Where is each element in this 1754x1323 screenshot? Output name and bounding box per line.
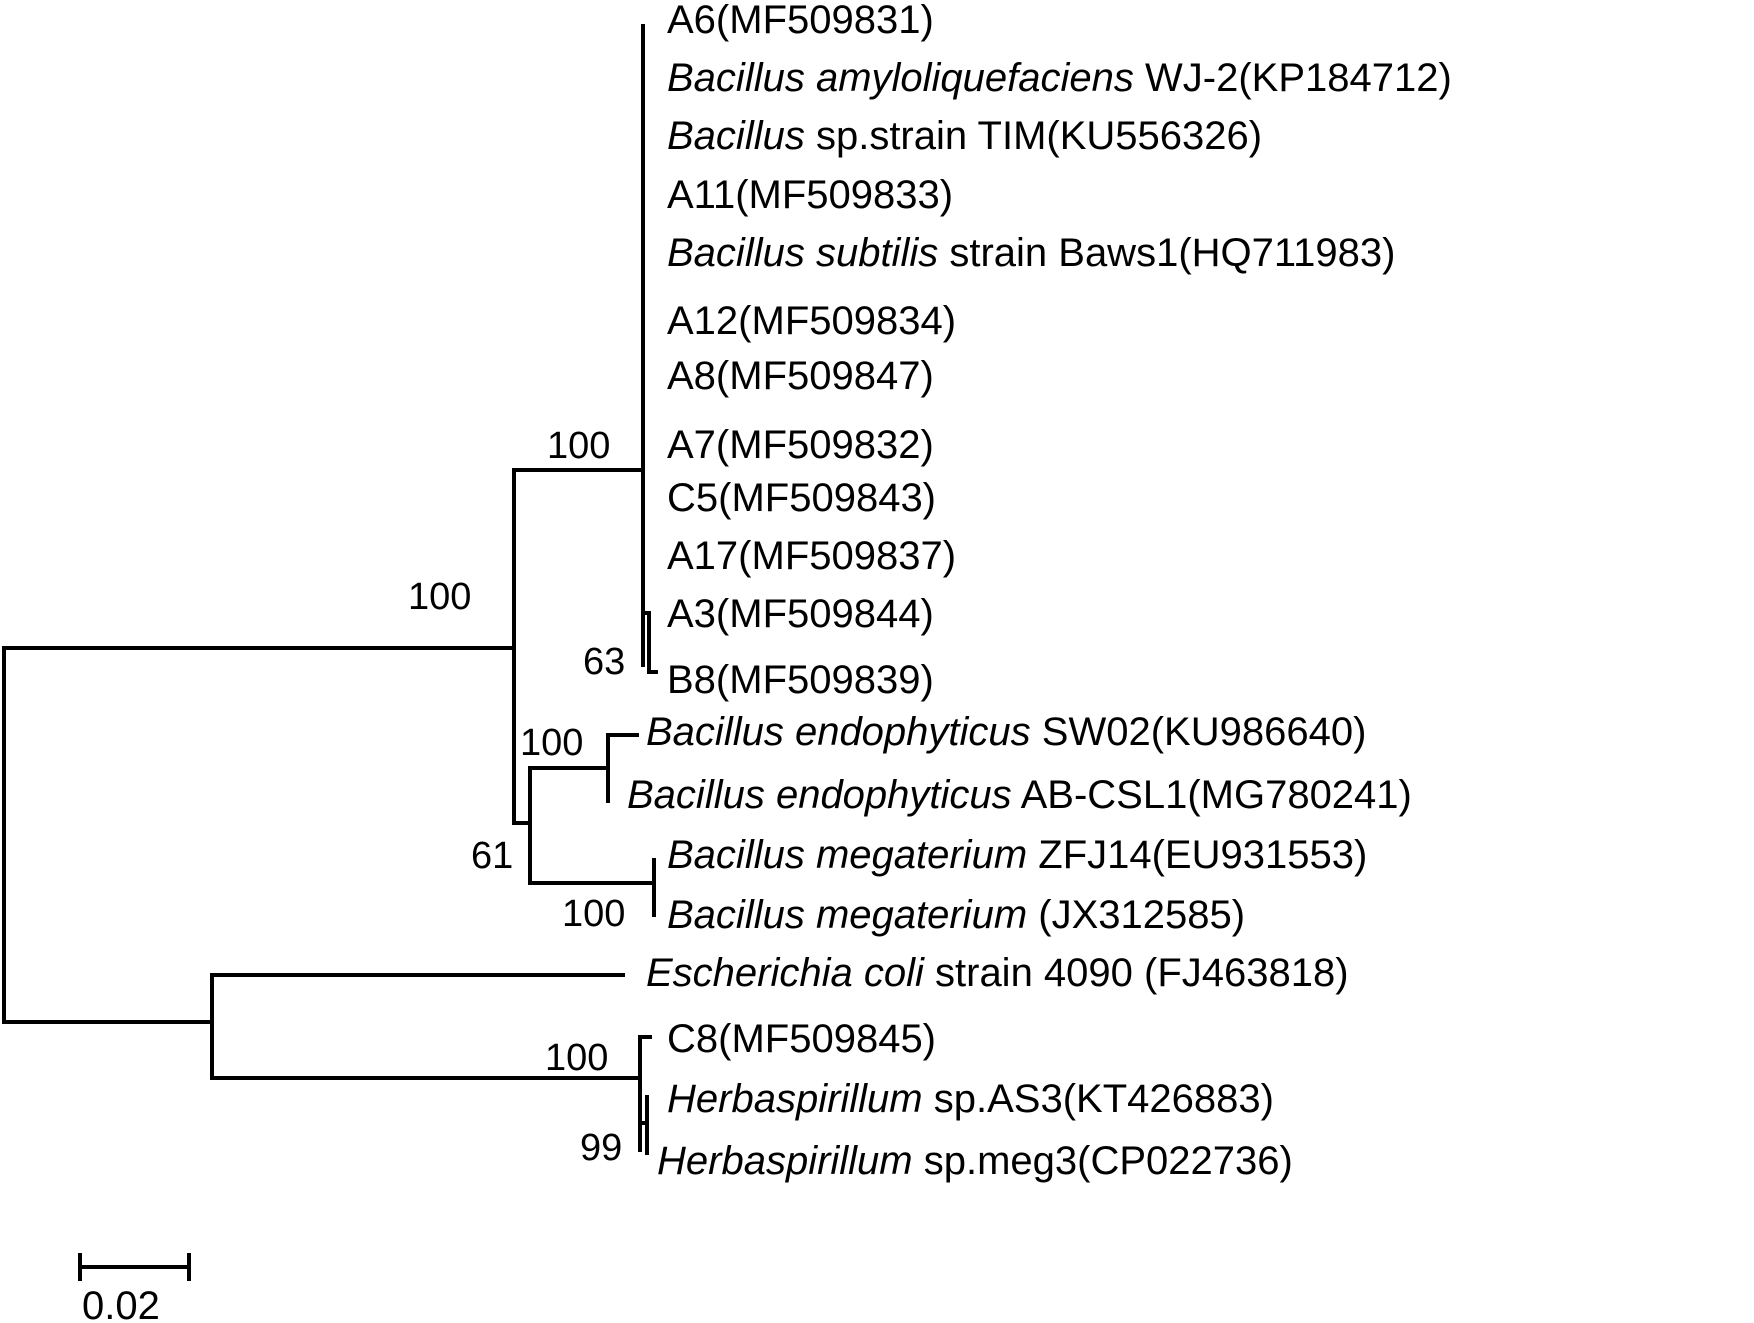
scale-bar-line xyxy=(78,1253,191,1281)
leaf-strain-text: A6(MF509831) xyxy=(667,0,934,42)
leaf-label-a12: A12(MF509834) xyxy=(667,299,956,343)
leaf-label-a17: A17(MF509837) xyxy=(667,534,956,578)
leaf-label-ecoli: Escherichia coli strain 4090 (FJ463818) xyxy=(646,951,1349,995)
leaf-strain-text: WJ-2(KP184712) xyxy=(1134,56,1452,100)
bootstrap-value: 100 xyxy=(562,893,625,935)
leaf-strain-text: ZFJ14(EU931553) xyxy=(1027,833,1367,877)
tree-branches xyxy=(2,24,658,1281)
leaf-strain-text: A8(MF509847) xyxy=(667,354,934,398)
leaf-taxon-name: Herbaspirillum xyxy=(667,1077,923,1121)
scale-bar-label: 0.02 xyxy=(82,1284,160,1323)
bootstrap-value: 100 xyxy=(408,576,471,618)
leaf-labels: A6(MF509831) Bacillus amyloliquefaciens … xyxy=(627,0,1452,1183)
leaf-taxon-name: Escherichia coli xyxy=(646,951,925,995)
leaf-label-as3: Herbaspirillum sp.AS3(KT426883) xyxy=(667,1077,1274,1121)
leaf-label-a6: A6(MF509831) xyxy=(667,0,934,42)
leaf-label-sw02: Bacillus endophyticus SW02(KU986640) xyxy=(646,710,1366,754)
leaf-taxon-name: Bacillus megaterium xyxy=(667,833,1027,877)
leaf-strain-text: A3(MF509844) xyxy=(667,592,934,636)
leaf-strain-text: sp.AS3(KT426883) xyxy=(923,1077,1274,1121)
bootstrap-value: 100 xyxy=(545,1037,608,1079)
leaf-label-a7: A7(MF509832) xyxy=(667,423,934,467)
leaf-taxon-name: Bacillus subtilis xyxy=(667,231,938,275)
root-branch xyxy=(2,646,516,1024)
bootstrap-value: 100 xyxy=(547,425,610,467)
leaf-label-meg3: Herbaspirillum sp.meg3(CP022736) xyxy=(657,1139,1293,1183)
leaf-label-c5: C5(MF509843) xyxy=(667,476,936,520)
leaf-strain-text: A7(MF509832) xyxy=(667,423,934,467)
proteobacteria-branch xyxy=(210,973,642,1080)
leaf-taxon-name: Bacillus endophyticus xyxy=(627,773,1012,817)
leaf-taxon-name: Bacillus megaterium xyxy=(667,893,1027,937)
leaf-strain-text: strain 4090 (FJ463818) xyxy=(924,951,1349,995)
leaf-strain-text: A11(MF509833) xyxy=(667,173,953,217)
leaf-label-b8: B8(MF509839) xyxy=(667,658,934,702)
leaf-strain-text: (JX312585) xyxy=(1027,893,1245,937)
leaf-label-a3: A3(MF509844) xyxy=(667,592,934,636)
leaf-strain-text: strain Baws1(HQ711983) xyxy=(938,231,1395,275)
leaf-label-baws1: Bacillus subtilis strain Baws1(HQ711983) xyxy=(667,231,1395,275)
leaf-strain-text: sp.strain TIM(KU556326) xyxy=(805,114,1262,158)
bootstrap-value: 99 xyxy=(580,1127,622,1169)
leaf-label-c8: C8(MF509845) xyxy=(667,1017,936,1061)
bacillus-branch xyxy=(512,468,645,825)
leaf-label-jx312585: Bacillus megaterium (JX312585) xyxy=(667,893,1245,937)
endo-megaterium-branch xyxy=(512,766,656,885)
leaf-label-tim: Bacillus sp.strain TIM(KU556326) xyxy=(667,114,1262,158)
leaf-strain-text: C8(MF509845) xyxy=(667,1017,936,1061)
leaf-strain-text: C5(MF509843) xyxy=(667,476,936,520)
leaf-taxon-name: Bacillus amyloliquefaciens xyxy=(667,56,1134,100)
leaf-label-a11: A11(MF509833) xyxy=(667,173,953,217)
leaf-taxon-name: Herbaspirillum xyxy=(657,1139,913,1183)
leaf-taxon-name: Bacillus endophyticus xyxy=(646,710,1031,754)
leaf-label-abcsl1: Bacillus endophyticus AB-CSL1(MG780241) xyxy=(627,773,1412,817)
herbaspirillum-branch xyxy=(638,1035,652,1155)
leaf-strain-text: A12(MF509834) xyxy=(667,299,956,343)
leaf-taxon-name: Bacillus xyxy=(667,114,805,158)
bootstrap-value: 100 xyxy=(520,722,583,764)
leaf-strain-text: AB-CSL1(MG780241) xyxy=(1012,773,1412,817)
bootstrap-values: 100 100 63 100 61 100 100 99 xyxy=(408,425,625,1169)
bootstrap-value: 63 xyxy=(583,641,625,683)
a3-b8-branch xyxy=(641,611,658,674)
leaf-strain-text: SW02(KU986640) xyxy=(1031,710,1367,754)
endophyticus-branch xyxy=(606,733,639,803)
leaf-label-zfj14: Bacillus megaterium ZFJ14(EU931553) xyxy=(667,833,1367,877)
leaf-label-a8: A8(MF509847) xyxy=(667,354,934,398)
leaf-strain-text: sp.meg3(CP022736) xyxy=(913,1139,1293,1183)
leaf-strain-text: B8(MF509839) xyxy=(667,658,934,702)
leaf-strain-text: A17(MF509837) xyxy=(667,534,956,578)
bootstrap-value: 61 xyxy=(471,835,513,877)
leaf-label-wj2: Bacillus amyloliquefaciens WJ-2(KP184712… xyxy=(667,56,1452,100)
